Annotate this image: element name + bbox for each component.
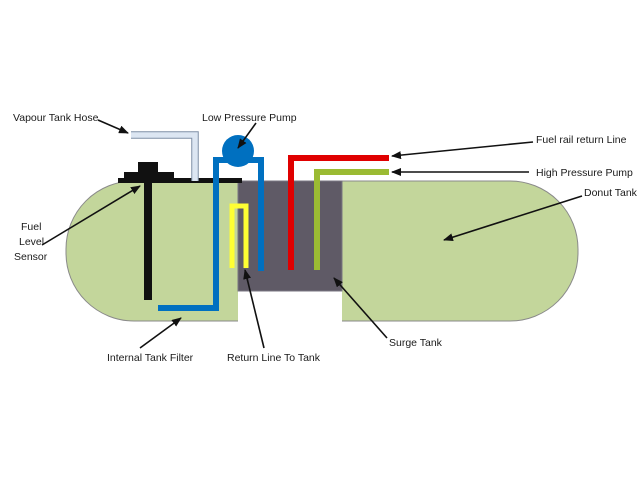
label-fuel-level-sensor-line1: Fuel (21, 221, 41, 233)
label-fuel-level-sensor-line2: Level (19, 236, 44, 248)
tank-center-channel (238, 290, 342, 322)
label-low-pressure-pump: Low Pressure Pump (202, 112, 297, 124)
label-donut-tank: Donut Tank (584, 187, 638, 199)
label-vapour-tank-hose: Vapour Tank Hose (13, 112, 99, 124)
annotation-arrows (41, 119, 583, 349)
label-internal-tank-filter: Internal Tank Filter (107, 352, 194, 364)
arrow-vapour-hose (97, 119, 129, 134)
label-fuel-rail-return-line: Fuel rail return Line (536, 134, 627, 146)
label-surge-tank: Surge Tank (389, 337, 443, 349)
label-fuel-level-sensor-line3: Sensor (14, 251, 48, 263)
high-pressure-line (314, 169, 389, 270)
label-return-line-to-tank: Return Line To Tank (227, 352, 321, 364)
label-high-pressure-pump: High Pressure Pump (536, 167, 633, 179)
arrow-low-pressure-pump (237, 122, 257, 149)
arrow-internal-filter (139, 317, 182, 349)
tank-top-plate (118, 178, 242, 183)
arrow-fuel-rail-return (391, 141, 534, 160)
fuel-rail-return-line (288, 155, 389, 270)
fuel-level-sensor (124, 162, 174, 300)
arrow-donut-tank (443, 195, 583, 242)
return-line-to-tank (229, 203, 249, 268)
arrow-fuel-level-sensor (41, 185, 141, 246)
arrow-surge-tank (333, 277, 388, 339)
arrow-return-line (243, 269, 265, 349)
